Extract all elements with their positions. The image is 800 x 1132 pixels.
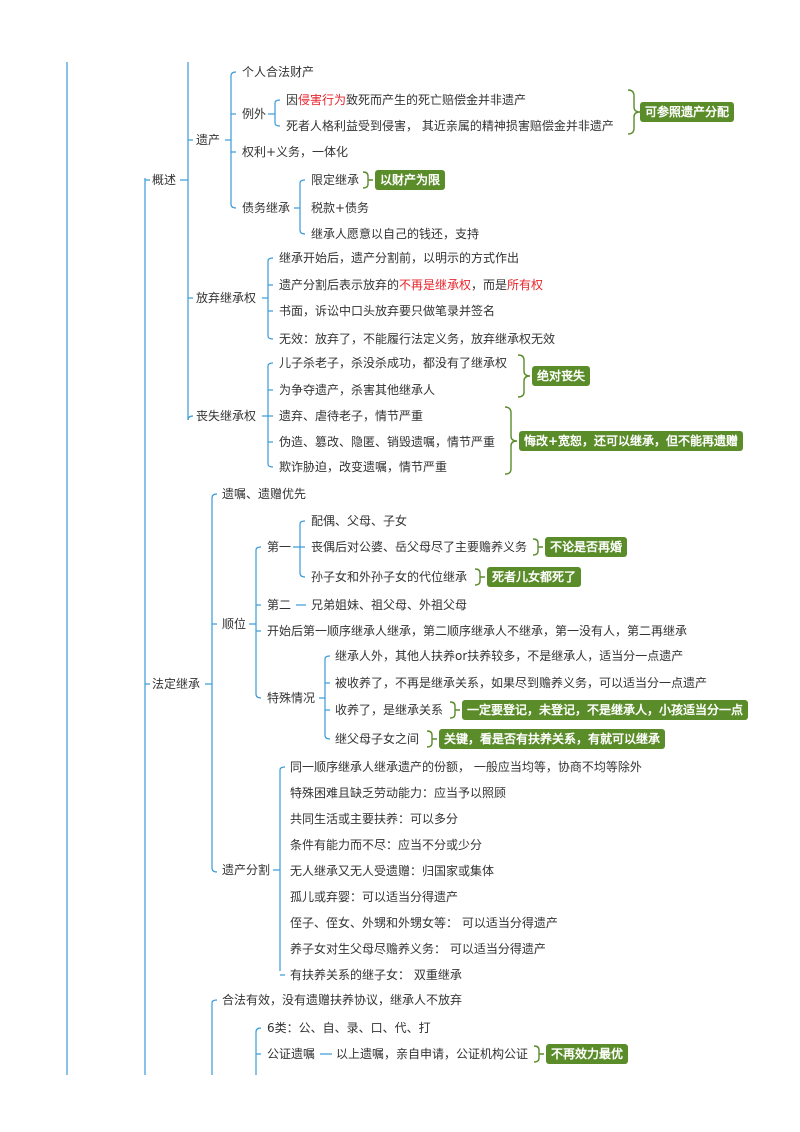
node-yichan-fenge: 遗产分割 (222, 863, 271, 877)
tag-buzai-xiaoli: 不再效力最优 (546, 1044, 629, 1064)
tag-bulun-zaihun: 不论是否再婚 (545, 537, 628, 557)
node-jichengren-yuanyi: 继承人愿意以自己的钱还，支持 (311, 227, 480, 241)
liwai-1-highlight: 侵害行为 (298, 93, 347, 107)
node-ss-1: 儿子杀老子，杀没杀成功，都没有了继承权 (279, 356, 508, 370)
liwai-1-suffix: 致死而产生的死亡赔偿金并非遗产 (346, 93, 527, 107)
node-ss-4: 伪造、篡改、隐匿、销毁遗嘱，情节严重 (279, 435, 496, 449)
node-fading-jicheng: 法定继承 (152, 677, 201, 691)
node-quanli-yiwu: 权利+义务，一体化 (242, 145, 349, 159)
node-fg-3: 共同生活或主要扶养：可以多分 (290, 812, 459, 826)
fq-2-highlight-2: 所有权 (507, 278, 544, 292)
tag-kecan-zhao: 可参照遗产分配 (640, 102, 735, 122)
node-shuikuan: 税款+债务 (311, 201, 370, 215)
node-fg-9: 有扶养关系的继子女： 双重继承 (290, 968, 462, 982)
tag-yiding-dengji: 一定要登记，未登记，不是继承人，小孩适当分一点 (462, 700, 749, 720)
node-d1-3: 孙子女和外孙子女的代位继承 (311, 570, 468, 584)
node-liwai: 例外 (242, 107, 267, 121)
node-fq-2: 遗产分割后表示放弃的不再是继承权，而是所有权 (279, 277, 543, 293)
tag-yi-caichan: 以财产为限 (375, 170, 446, 190)
node-geren-hefa: 个人合法财产 (242, 65, 315, 79)
node-zhaiwu-jicheng: 债务继承 (242, 201, 291, 215)
node-yizhu-yizeng: 遗嘱、遗赠优先 (222, 487, 307, 501)
node-ss-5: 欺诈胁迫，改变遗嘱，情节严重 (279, 460, 448, 474)
node-fangqi-jichengquan: 放弃继承权 (196, 291, 257, 305)
node-sangshi-jichengquan: 丧失继承权 (196, 409, 257, 423)
node-ts-1: 继承人外，其他人扶养or扶养较多，不是继承人，适当分一点遗产 (335, 649, 684, 663)
node-teshu-qingkuang: 特殊情况 (267, 691, 316, 705)
node-gongzheng-yizhu: 公证遗嘱 (267, 1047, 316, 1061)
node-fg-2: 特殊困难且缺乏劳动能力：应当予以照顾 (290, 786, 507, 800)
node-shunwei-note: 开始后第一顺序继承人继承，第二顺序继承人不继承，第一没有人，第二再继承 (267, 624, 688, 638)
node-ts-4: 继父母子女之间 (335, 732, 420, 746)
tag-guanjian: 关键，看是否有扶养关系，有就可以继承 (439, 729, 666, 749)
liwai-1-prefix: 因 (286, 93, 299, 107)
node-d2-1: 兄弟姐妹、祖父母、外祖父母 (311, 598, 468, 612)
node-gongzheng-desc: 以上遗嘱，亲自申请，公证机构公证 (336, 1047, 529, 1061)
node-shunwei: 顺位 (222, 617, 247, 631)
node-liwai-1: 因侵害行为致死而产生的死亡赔偿金并非遗产 (286, 92, 526, 108)
node-dier: 第二 (267, 598, 292, 612)
node-diyi: 第一 (267, 540, 292, 554)
tag-sizhe-ernv: 死者儿女都死了 (487, 567, 582, 587)
node-ts-2: 被收养了，不再是继承关系，如果尽到赡养义务，可以适当分一点遗产 (335, 676, 708, 690)
node-fq-4: 无效：放弃了，不能履行法定义务，放弃继承权无效 (279, 332, 556, 346)
node-fg-7: 侄子、侄女、外甥和外甥女等： 可以适当分得遗产 (290, 916, 558, 930)
fq-2-prefix: 遗产分割后表示放弃的 (279, 278, 400, 292)
node-liu-lei: 6类：公、自、录、口、代、打 (267, 1021, 431, 1035)
node-hefa-youxiao: 合法有效，没有遗赠扶养协议，继承人不放弃 (222, 993, 463, 1007)
node-fq-1: 继承开始后，遗产分割前，以明示的方式作出 (279, 251, 520, 265)
node-ts-3: 收养了，是继承关系 (335, 703, 444, 717)
node-fq-3: 书面，诉讼中口头放弃要只做笔录并签名 (279, 304, 496, 318)
node-yichan: 遗产 (196, 133, 221, 147)
fq-2-highlight-1: 不再是继承权 (399, 278, 472, 292)
node-fg-1: 同一顺序继承人继承遗产的份额， 一般应当均等，协商不均等除外 (290, 760, 642, 774)
tag-huigai-kuanshu: 悔改+宽恕，还可以继承，但不能再遗赠 (519, 431, 744, 451)
node-liwai-2: 死者人格利益受到侵害， 其近亲属的精神损害赔偿金并非遗产 (286, 119, 614, 133)
node-fg-4: 条件有能力而不尽：应当不分或少分 (290, 838, 483, 852)
fq-2-middle: ，而是 (471, 278, 508, 292)
node-gaishu: 概述 (152, 173, 177, 187)
node-fg-8: 养子女对生父母尽赡养义务： 可以适当分得遗产 (290, 942, 546, 956)
node-fg-6: 孤儿或弃婴：可以适当分得遗产 (290, 890, 459, 904)
node-d1-2: 丧偶后对公婆、岳父母尽了主要赡养义务 (311, 540, 528, 554)
node-xianding-jicheng: 限定继承 (311, 173, 360, 187)
node-d1-1: 配偶、父母、子女 (311, 514, 408, 528)
node-ss-3: 遗弃、虐待老子，情节严重 (279, 409, 424, 423)
node-fg-5: 无人继承又无人受遗赠：归国家或集体 (290, 864, 495, 878)
tag-jueduisang: 绝对丧失 (532, 366, 591, 386)
node-ss-2: 为争夺遗产，杀害其他继承人 (279, 383, 436, 397)
